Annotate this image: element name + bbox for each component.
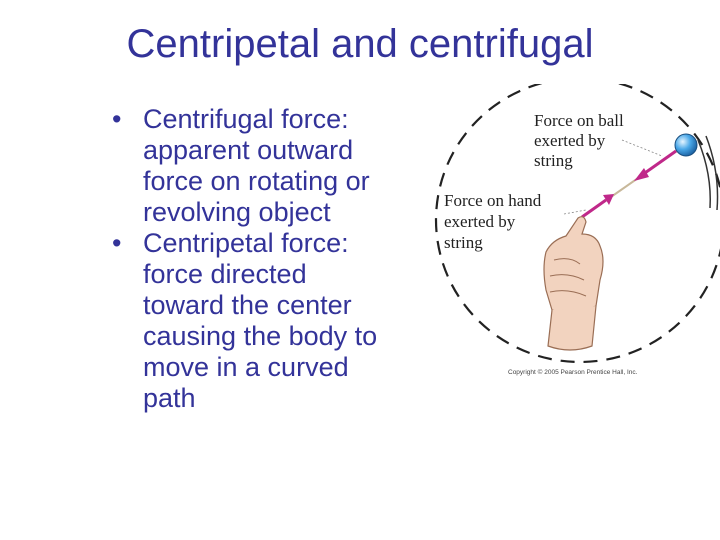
arrow-force-on-hand <box>581 198 607 219</box>
bullet-centrifugal: • Centrifugal force: apparent outward fo… <box>112 104 432 228</box>
bullet-line: Centrifugal force: <box>143 104 349 134</box>
label-force-on-hand: Force on hand exerted by string <box>444 191 546 252</box>
arrow-force-on-ball <box>641 149 677 177</box>
bullet-line: toward the center <box>143 290 352 320</box>
slide-title: Centripetal and centrifugal <box>126 22 594 66</box>
arrowhead-force-on-hand <box>603 194 614 205</box>
bullet-list: • Centrifugal force: apparent outward fo… <box>112 104 432 414</box>
circular-path-dashed <box>434 84 720 364</box>
motion-line <box>697 139 711 209</box>
bullet-line: move in a curved <box>143 352 349 382</box>
bullet-line: apparent outward <box>143 135 354 165</box>
copyright-note: Copyright © 2005 Pearson Prentice Hall, … <box>508 368 638 376</box>
bullet-line: path <box>143 383 196 413</box>
bullet-marker: • <box>112 104 122 134</box>
hand <box>543 216 604 351</box>
motion-line <box>705 135 719 211</box>
arrowhead-force-on-ball <box>634 168 649 181</box>
bullet-line: revolving object <box>143 197 331 227</box>
bullet-line: force directed <box>143 259 307 289</box>
centripetal-force-figure: Force on ball exerted by string Force on… <box>430 84 720 384</box>
ball <box>674 133 698 157</box>
leader-line-ball <box>621 139 663 157</box>
label-force-on-ball: Force on ball exerted by string <box>534 111 628 170</box>
bullet-line: force on rotating or <box>143 166 370 196</box>
leader-line-hand <box>563 209 587 215</box>
bullet-marker: • <box>112 228 122 258</box>
bullet-centripetal: • Centripetal force: force directed towa… <box>112 228 432 414</box>
bullet-line: causing the body to <box>143 321 378 351</box>
bullet-line: Centripetal force: <box>143 228 349 258</box>
